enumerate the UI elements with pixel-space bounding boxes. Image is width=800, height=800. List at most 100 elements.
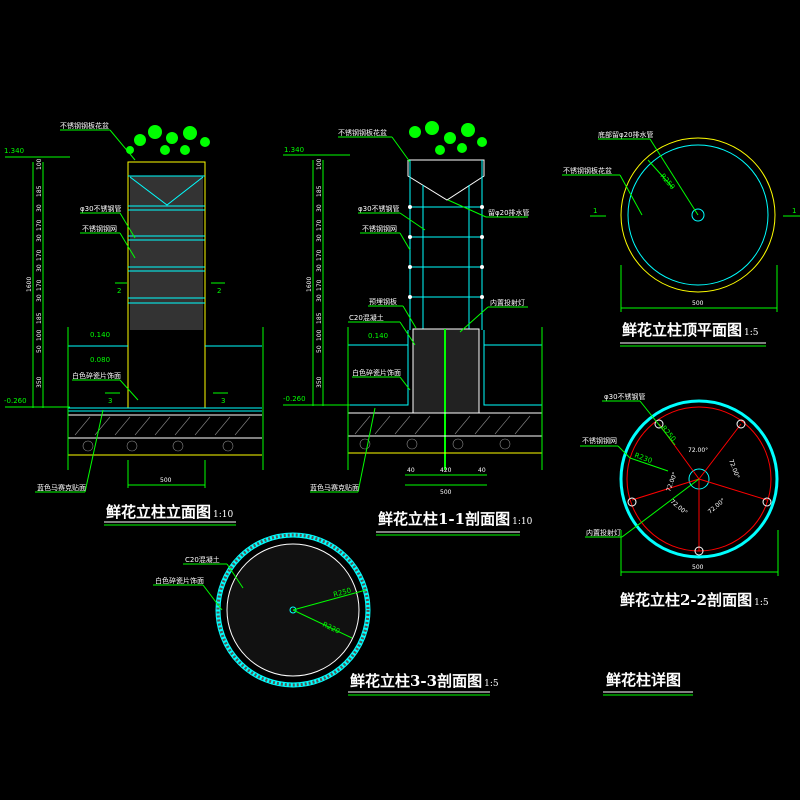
section-mark-3-right: 3 xyxy=(221,397,225,405)
dim-segment: 100 xyxy=(316,158,323,170)
mesh-panel xyxy=(130,176,203,330)
label-pipe: φ30不锈钢管 xyxy=(80,204,122,213)
radius-label: R250 xyxy=(659,424,677,443)
top-plan-scale: 1:5 xyxy=(744,328,759,338)
level-top: 1.340 xyxy=(4,147,24,155)
cut-mark-right: 1 xyxy=(792,207,796,215)
label-concrete: C20混凝土 xyxy=(349,313,384,322)
dim-segment: 30 xyxy=(316,294,323,302)
label-planter: 不锈钢钢板花盆 xyxy=(60,121,109,130)
label-mosaic: 蓝色马赛克贴面 xyxy=(37,483,86,492)
label-mesh: 不锈钢钢网 xyxy=(362,224,397,233)
label-drain: 留φ20排水管 xyxy=(488,208,530,217)
foundation-layers xyxy=(347,327,543,470)
section-1-1-title: 鲜花立柱1-1剖面图 xyxy=(378,510,510,528)
label-facing: 白色碎瓷片饰面 xyxy=(155,576,204,585)
level-top: 1.340 xyxy=(284,146,304,154)
inner-rim xyxy=(627,144,769,286)
dim-segment: 170 xyxy=(36,279,43,291)
dim-segment: 100 xyxy=(316,329,323,341)
label-lamp: 内置投射灯 xyxy=(490,298,525,307)
angle-1: 72.00° xyxy=(688,447,708,454)
label-mosaic: 蓝色马赛克贴面 xyxy=(310,483,359,492)
section-3-3-title: 鲜花立柱3-3剖面图 xyxy=(350,672,482,690)
section-3-3-scale: 1:5 xyxy=(484,679,499,689)
level-bottom: -0.260 xyxy=(4,397,27,405)
mesh-ring xyxy=(619,399,779,559)
dim-segment: 185 xyxy=(36,185,43,197)
cut-mark-left: 1 xyxy=(593,207,597,215)
label-pipe: φ30不锈钢管 xyxy=(604,392,646,401)
dim-segment: 30 xyxy=(36,294,43,302)
drain-hole xyxy=(289,606,297,614)
label-mesh: 不锈钢钢网 xyxy=(582,436,617,445)
angle-4: 72.00° xyxy=(669,498,689,516)
level-0140: 0.140 xyxy=(90,331,110,339)
dim-segment: 30 xyxy=(316,234,323,242)
leaders xyxy=(153,563,367,639)
plant-foliage xyxy=(126,125,210,155)
foundation-layers xyxy=(67,327,264,470)
section-1-1-scale: 1:10 xyxy=(512,517,532,527)
label-drain: 底部留φ20排水管 xyxy=(598,130,654,139)
steel-pipes xyxy=(627,419,772,556)
outer-rim xyxy=(620,137,776,293)
dim-segment: 30 xyxy=(316,204,323,212)
dim-40-left: 40 xyxy=(407,467,415,474)
dim-total: 1600 xyxy=(306,277,313,292)
section-mark-2-left: 2 xyxy=(117,287,121,295)
elevation-title: 鲜花立柱立面图 xyxy=(106,503,211,521)
dim-segments: 100 185 30 170 30 170 30 170 30 185 100 … xyxy=(316,158,323,388)
sheet-title: 鲜花柱详图 xyxy=(606,671,681,689)
dim-500: 500 xyxy=(440,489,452,496)
steel-rings xyxy=(68,175,262,412)
dim-segment: 170 xyxy=(316,219,323,231)
top-plan-title: 鲜花立柱顶平面图 xyxy=(622,321,742,339)
dimension-lines xyxy=(5,129,228,493)
label-planter: 不锈钢钢板花盆 xyxy=(338,128,387,137)
label-lamp: 内置投射灯 xyxy=(586,528,621,537)
label-facing: 白色碎瓷片饰面 xyxy=(352,368,401,377)
dim-segment: 185 xyxy=(316,312,323,324)
section-1-1-drawing: 不锈钢钢板花盆 φ30不锈钢管 不锈钢钢网 留φ20排水管 内置投射灯 预埋钢板… xyxy=(283,121,543,536)
dim-420: 420 xyxy=(440,467,452,474)
dim-40-right: 40 xyxy=(478,467,486,474)
elevation-scale: 1:10 xyxy=(213,510,233,520)
planter-bowl xyxy=(407,159,485,201)
leaders xyxy=(580,400,779,576)
angle-2: 72.00° xyxy=(727,458,740,479)
dimension-lines xyxy=(283,136,528,493)
dim-width: 500 xyxy=(160,477,172,484)
label-concrete: C20混凝土 xyxy=(185,555,220,564)
dim-width: 500 xyxy=(692,564,704,571)
level-0080: 0.080 xyxy=(90,356,110,364)
pipe-joints xyxy=(408,205,484,299)
angle-3: 72.00° xyxy=(707,497,727,515)
leaders xyxy=(562,138,800,312)
level-0140: 0.140 xyxy=(368,332,388,340)
dim-segment: 30 xyxy=(36,204,43,212)
label-planter: 不锈钢钢板花盆 xyxy=(563,166,612,175)
section-mark-2-right: 2 xyxy=(217,287,221,295)
radial-lines xyxy=(631,423,768,551)
radius-label: R250 xyxy=(658,172,676,191)
dim-segment: 170 xyxy=(316,249,323,261)
section-2-2-drawing: φ30不锈钢管 不锈钢钢网 内置投射灯 R250 R230 72.00° 72.… xyxy=(580,392,779,609)
label-facing: 白色碎瓷片饰面 xyxy=(72,371,121,380)
dim-segment: 30 xyxy=(36,264,43,272)
label-mesh: 不锈钢钢网 xyxy=(82,224,117,233)
dim-segment: 185 xyxy=(36,312,43,324)
dim-total: 1600 xyxy=(26,277,33,292)
dim-segment: 350 xyxy=(316,376,323,388)
dim-segment: 185 xyxy=(316,185,323,197)
dim-segment: 30 xyxy=(316,264,323,272)
level-bottom: -0.260 xyxy=(283,395,306,403)
